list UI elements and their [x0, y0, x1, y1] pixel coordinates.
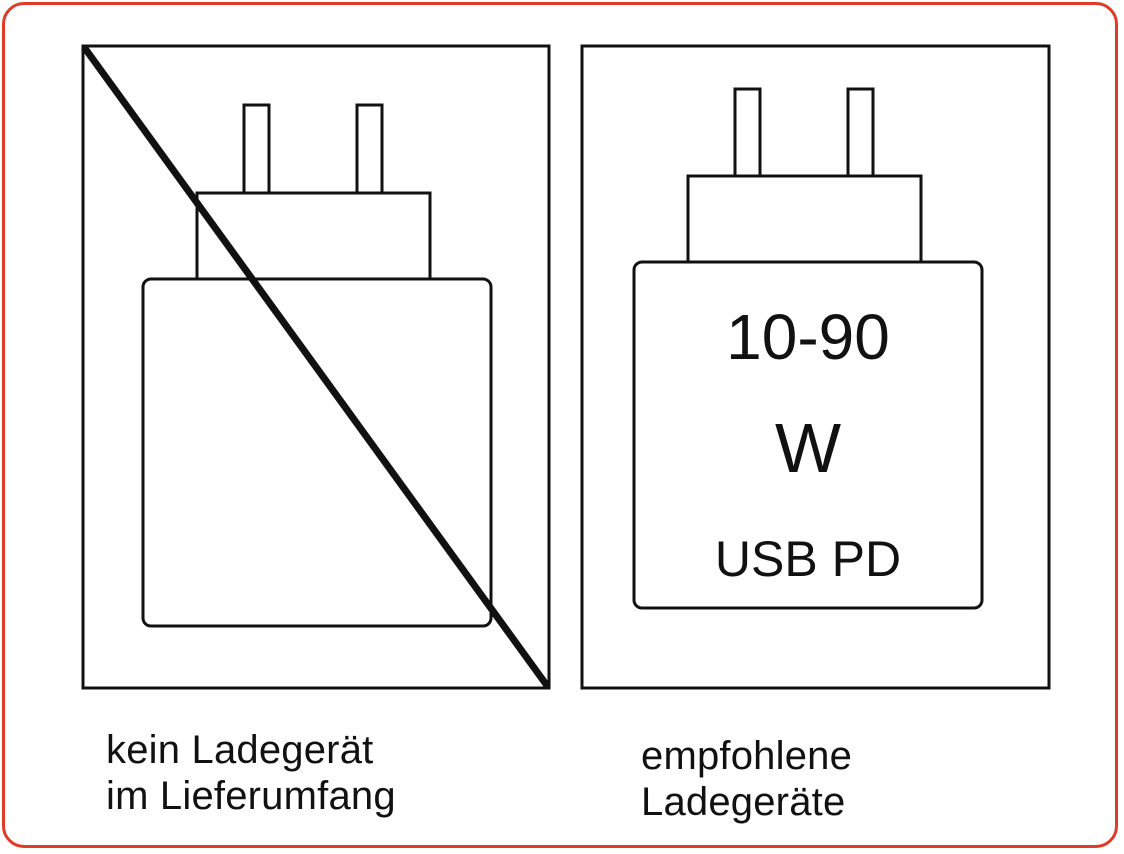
- plug-pin-left: [242, 103, 271, 195]
- charger-icon-crossed: [141, 103, 493, 628]
- plug-pin-right: [846, 87, 875, 178]
- wattage-unit-label: W: [774, 409, 842, 487]
- right-panel-border: [580, 44, 1051, 690]
- charger-body: [141, 277, 493, 628]
- left-caption-line-1: kein Ladegerät: [106, 728, 374, 772]
- plug-pin-left: [733, 87, 762, 178]
- right-panel: [580, 44, 1051, 690]
- strike-through-line: [81, 44, 551, 690]
- left-panel: [81, 44, 551, 690]
- right-caption: empfohlene Ladegeräte: [641, 733, 852, 825]
- left-caption: kein Ladegerät im Lieferumfang: [106, 727, 396, 819]
- wattage-range-label: 10-90: [726, 301, 890, 373]
- plug-neck: [686, 174, 923, 264]
- right-caption-line-2: Ladegeräte: [641, 780, 846, 824]
- charger-icon: [632, 87, 984, 610]
- left-panel-border: [81, 44, 551, 690]
- left-caption-line-2: im Lieferumfang: [106, 774, 396, 818]
- plug-neck: [195, 191, 432, 281]
- charger-body: [632, 260, 984, 610]
- plug-pin-right: [355, 103, 384, 195]
- right-caption-line-1: empfohlene: [641, 734, 853, 778]
- usb-pd-label: USB PD: [714, 531, 902, 587]
